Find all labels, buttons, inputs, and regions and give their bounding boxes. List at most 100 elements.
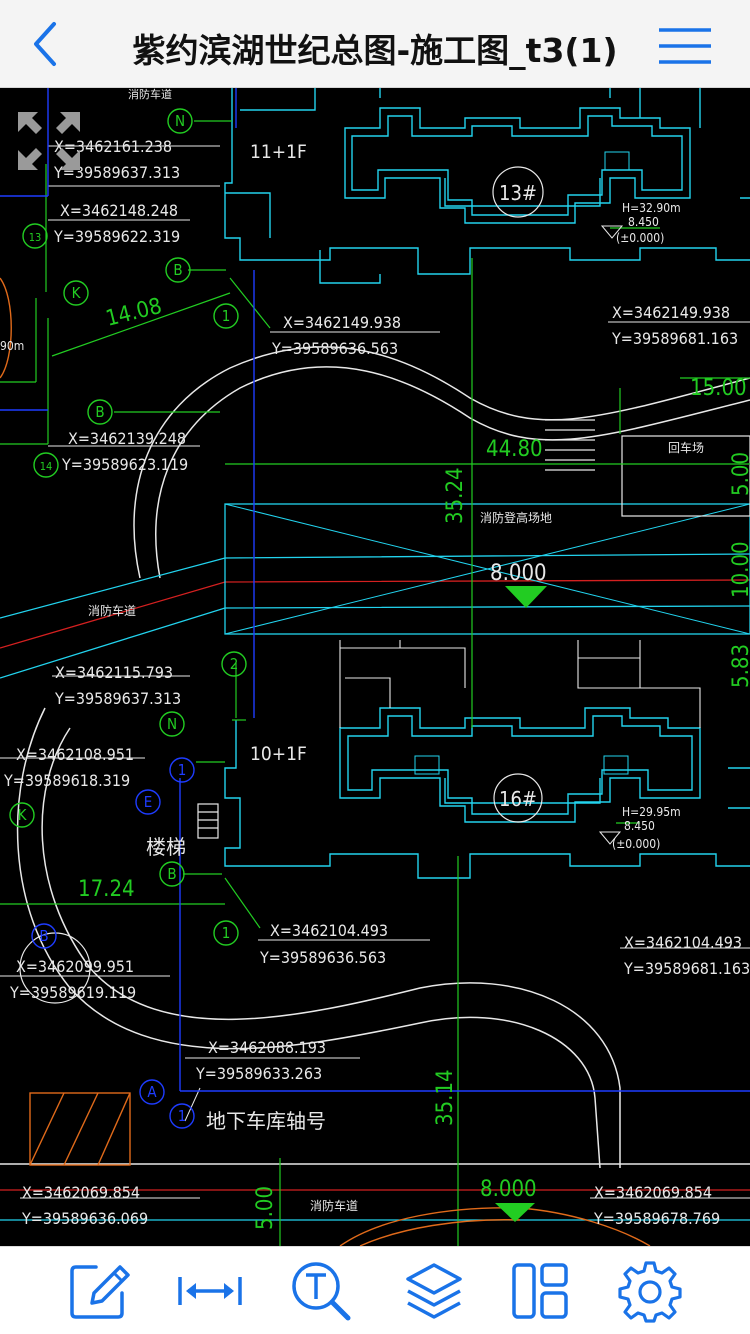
coord-label: X=3462104.493 [270,921,388,940]
dimension-label: 5.83 [729,644,750,688]
area-label: 楼梯 [146,835,186,859]
coord-label: Y=39589618.319 [3,771,130,790]
road-edge [133,346,750,579]
text-search-icon [292,1262,351,1321]
axis-label: B [167,865,176,883]
axis-label: 1 [178,1107,187,1125]
building-13 [224,88,750,284]
coord-label: X=3462115.793 [55,663,173,682]
dimension-label: 35.14 [433,1069,458,1126]
axis-label: N [175,112,185,130]
axis-label: B [95,403,104,421]
axis-label: B [173,261,182,279]
coord-label: Y=39589636.069 [21,1209,148,1228]
dimension-label: 14.08 [103,294,164,332]
coord-label: Y=39589681.163 [623,959,750,978]
building-height: H=29.95m [622,805,681,819]
elevation-label: 8.000 [490,561,547,586]
axis-label: K [18,806,28,824]
coord-label: Y=39589681.163 [611,329,738,348]
axis-label: 2 [230,655,239,673]
axis-label: K [72,284,82,302]
coord-label: X=3462088.193 [208,1038,326,1057]
pencil-edit-icon [70,1265,130,1319]
drawing-canvas[interactable]: N 13 B K 1 B 14 2 N 1 E K B 1 B A 1 X=34… [0,88,750,1246]
area-label: 90m [0,339,24,353]
coord-label: Y=39589623.119 [61,455,188,474]
coord-label: X=3462108.951 [16,745,134,764]
layout-button[interactable] [506,1259,574,1323]
building-elevation: 8.450 [628,215,659,229]
building-16 [224,707,750,879]
building-zero: (±0.000) [612,837,660,851]
building-elevation: 8.450 [624,819,655,833]
hamburger-menu-icon [659,28,711,64]
road-edge [16,707,601,1169]
app-header: 紫约滨湖世纪总图-施工图_t3(1) [0,0,750,88]
area-label: 消防车道 [88,603,136,618]
coord-label: X=3462139.248 [68,429,186,448]
dimension-label: 17.24 [78,877,135,902]
coord-label: Y=39589637.313 [54,689,181,708]
building-number: 13# [499,181,537,205]
building-number: 16# [499,787,537,811]
measure-button[interactable] [176,1259,244,1323]
coord-label: X=3462148.248 [60,201,178,220]
layers-icon [406,1263,462,1319]
axis-label: 1 [222,924,231,942]
axis-label: A [147,1083,157,1101]
fullscreen-button[interactable] [14,108,84,174]
layers-button[interactable] [400,1259,468,1323]
turn-area [621,435,750,517]
coord-label: X=3462161.238 [54,137,172,156]
dimension-label: 35.24 [443,467,468,524]
coord-label: X=3462149.938 [283,313,401,332]
dimension-label: 5.00 [729,452,750,496]
building-16-upper [339,640,701,728]
settings-button[interactable] [616,1259,684,1323]
gear-icon [618,1261,682,1323]
coord-label: X=3462104.493 [624,933,742,952]
area-label: 消防车道 [128,88,172,101]
layout-panels-icon [512,1263,568,1319]
axis-label: E [144,793,153,811]
elevation-marker [505,586,547,608]
area-label: 消防车道 [310,1198,358,1213]
area-label: 消防登高场地 [480,510,552,525]
menu-button[interactable] [655,22,717,68]
dimension-label: 10.00 [729,541,750,598]
coord-label: Y=39589636.563 [271,339,398,358]
annotate-button[interactable] [66,1259,134,1323]
area-label: 回车场 [668,440,704,455]
fullscreen-arrows-icon [18,112,80,170]
fire-climb-area [224,503,750,635]
axis-label: B [39,927,48,945]
coord-label: X=3462069.854 [22,1183,140,1202]
bottom-toolbar [0,1246,750,1334]
elevation-label: 8.000 [480,1177,537,1202]
coord-label: Y=39589619.119 [9,983,136,1002]
building-floors: 11+1F [250,141,307,163]
coord-label: Y=39589678.769 [593,1209,720,1228]
coord-label: Y=39589622.319 [53,227,180,246]
dimension-label: 44.80 [486,437,543,462]
coord-label: X=3462069.854 [594,1183,712,1202]
back-button[interactable] [22,18,74,70]
axis-label: N [167,715,177,733]
chevron-left-icon [34,22,56,66]
building-zero: (±0.000) [616,231,664,245]
cad-drawing: N 13 B K 1 B 14 2 N 1 E K B 1 B A 1 X=34… [0,88,750,1246]
axis-label: 1 [222,307,231,325]
coord-label: Y=39589633.263 [195,1064,322,1083]
area-label: 地下车库轴号 [206,1109,326,1133]
building-floors: 10+1F [250,743,307,765]
coord-label: Y=39589637.313 [53,163,180,182]
axis-label: 14 [40,460,53,473]
dimension-label: 15.00 [690,376,747,401]
page-title: 紫约滨湖世纪总图-施工图_t3(1) [132,31,618,70]
road-edge [41,727,621,1168]
elevation-marker [495,1203,535,1222]
coord-label: X=3462099.951 [16,957,134,976]
text-search-button[interactable] [288,1259,356,1323]
measure-distance-icon [178,1277,242,1305]
